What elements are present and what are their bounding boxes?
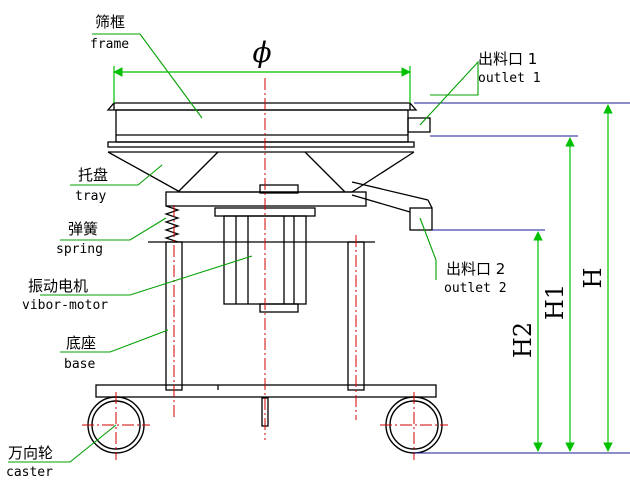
- outlet1-label-cn: 出料口 1: [478, 50, 537, 68]
- screen-frame: [106, 102, 431, 148]
- spring-label-cn: 弹簧: [68, 220, 98, 238]
- diameter-symbol: ϕ: [252, 36, 271, 69]
- caster-label-en: caster: [6, 465, 53, 480]
- tray-cone: [107, 151, 433, 231]
- base-frame: [95, 241, 437, 427]
- base-label-cn: 底座: [66, 334, 96, 352]
- outlet2-label-en: outlet 2: [444, 281, 507, 296]
- H2-label: H2: [509, 322, 537, 358]
- spring-coil: [164, 205, 180, 243]
- outlet-2-spout: [409, 207, 433, 231]
- H-label: H: [579, 268, 607, 289]
- tray-label-en: tray: [75, 189, 106, 204]
- caster-label-cn: 万向轮: [8, 444, 53, 462]
- vibration-motor: [214, 184, 316, 313]
- caster-right: [385, 396, 443, 454]
- outlet1-label-en: outlet 1: [478, 71, 541, 86]
- frame-label-cn: 筛框: [95, 13, 125, 31]
- spring-label-en: spring: [56, 242, 103, 257]
- extension-lines: [414, 102, 630, 454]
- H1-label: H1: [541, 284, 569, 320]
- leader-lines: [8, 33, 479, 463]
- outlet-1-spout: [407, 117, 431, 133]
- center-lines: [82, 78, 448, 460]
- tray-label-cn: 托盘: [78, 166, 108, 184]
- frame-label-en: frame: [90, 37, 129, 52]
- motor-label-en: vibor-motor: [22, 298, 108, 313]
- dimension-lines: [113, 66, 613, 452]
- motor-label-cn: 振动电机: [28, 277, 88, 295]
- base-label-en: base: [64, 357, 95, 372]
- outlet2-label-cn: 出料口 2: [446, 260, 505, 278]
